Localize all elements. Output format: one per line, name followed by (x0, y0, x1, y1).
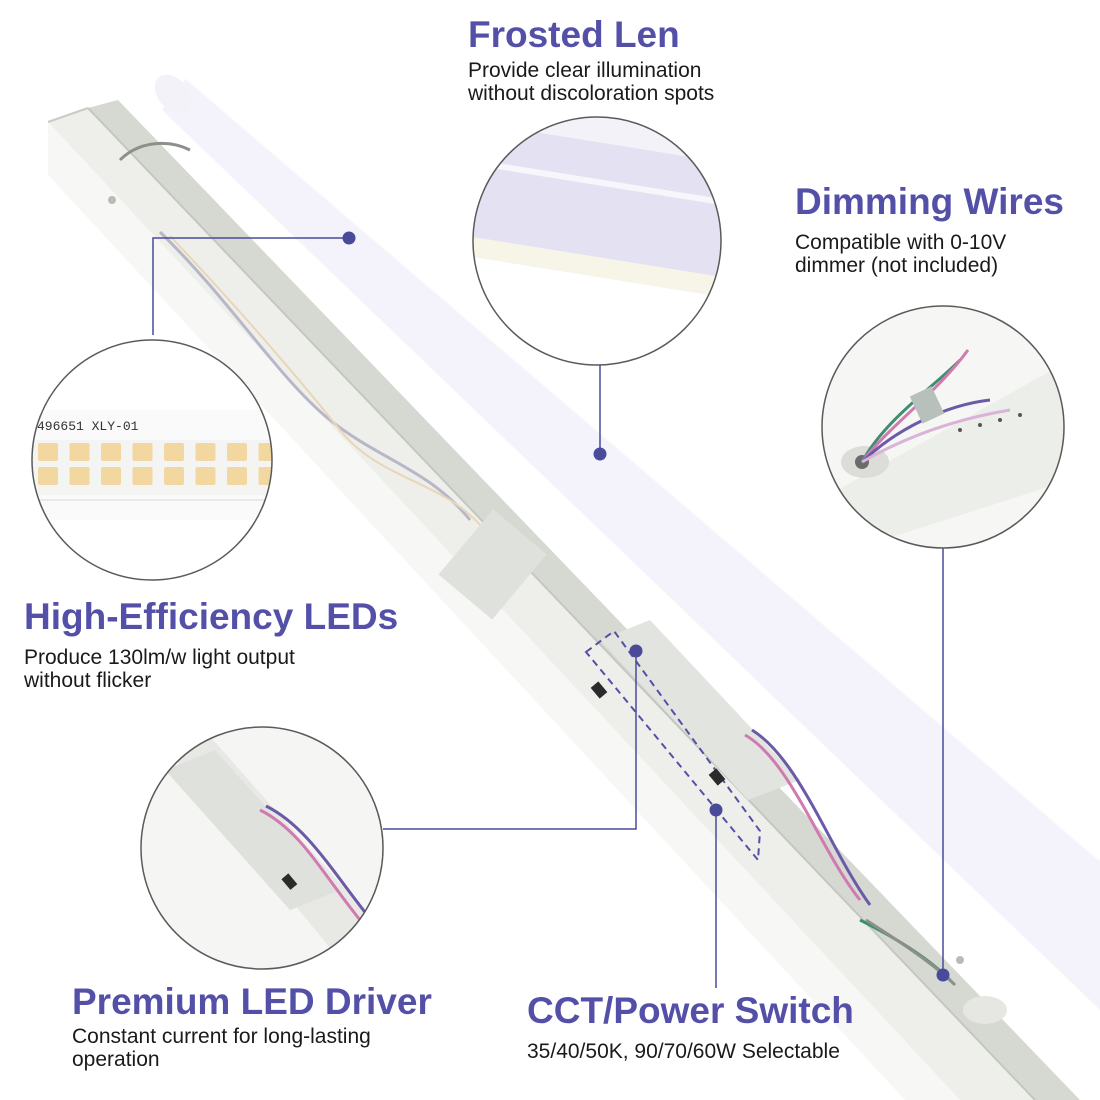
cct-power-switch-title: CCT/Power Switch (527, 990, 854, 1031)
premium-led-driver-desc-line: Constant current for long-lasting (72, 1025, 371, 1048)
high-efficiency-leds-title: High-Efficiency LEDs (24, 596, 399, 637)
frosted-lens-title: Frosted Len (468, 14, 680, 55)
led-chip-icon (258, 467, 272, 485)
led-chip-icon (132, 467, 153, 485)
callout-dots (342, 231, 950, 982)
dimming-wires-description: Compatible with 0-10V dimmer (not includ… (795, 231, 1006, 277)
led-driver-box (600, 620, 800, 800)
premium-led-driver-title: Premium LED Driver (72, 981, 432, 1022)
callout-lines (152, 237, 944, 988)
selector-switch-icon (590, 681, 608, 699)
frosted-lens-desc-line: without discoloration spots (468, 82, 715, 105)
led-chip-icon (195, 467, 216, 485)
frosted-lens-desc-line: Provide clear illumination (468, 59, 702, 82)
led-strip-detail: 496651 XLY-01 (31, 339, 273, 581)
led-chip-icon (227, 443, 247, 461)
premium-led-driver-description: Constant current for long-lasting operat… (72, 1025, 371, 1071)
led-chip-icon (69, 467, 90, 485)
led-chip-icon (132, 443, 153, 461)
fixture-housing (47, 100, 1080, 1100)
dimming-wires-detail (821, 305, 1065, 549)
cct-power-switch-desc-line: 35/40/50K, 90/70/60W Selectable (527, 1040, 840, 1063)
high-efficiency-leds-desc-line: without flicker (24, 669, 152, 692)
frosted-lens-description: Provide clear illumination without disco… (468, 59, 714, 105)
led-chip-icon (38, 467, 58, 485)
selector-switch-icon (708, 768, 726, 786)
led-chip-row (38, 443, 272, 485)
dimming-wires-desc-line: Compatible with 0-10V (795, 231, 1007, 254)
high-efficiency-leds-description: Produce 130lm/w light output without fli… (24, 646, 295, 692)
high-efficiency-leds-desc-line: Produce 130lm/w light output (24, 646, 295, 669)
led-chip-icon (38, 443, 58, 461)
lens-diffuser-icon (473, 120, 721, 280)
cct-power-switch-description: 35/40/50K, 90/70/60W Selectable (527, 1040, 840, 1063)
led-chip-icon (101, 443, 121, 461)
premium-led-driver-desc-line: operation (72, 1048, 160, 1071)
led-chip-icon (164, 443, 184, 461)
dimming-wires-desc-line: dimmer (not included) (795, 254, 999, 277)
led-chip-icon (164, 467, 184, 485)
cct-switch-highlight (584, 629, 762, 863)
led-strip-label: 496651 XLY-01 (37, 419, 139, 434)
led-driver-detail (140, 726, 384, 970)
dimming-wires-title: Dimming Wires (795, 181, 1064, 222)
frosted-lens-diffuser (154, 74, 1100, 1010)
led-chip-icon (227, 467, 247, 485)
led-chip-icon (258, 443, 272, 461)
led-chip-icon (69, 443, 90, 461)
led-chip-icon (101, 467, 121, 485)
led-chip-icon (195, 443, 216, 461)
driver-box-icon (165, 750, 340, 910)
frosted-lens-detail (472, 116, 722, 366)
